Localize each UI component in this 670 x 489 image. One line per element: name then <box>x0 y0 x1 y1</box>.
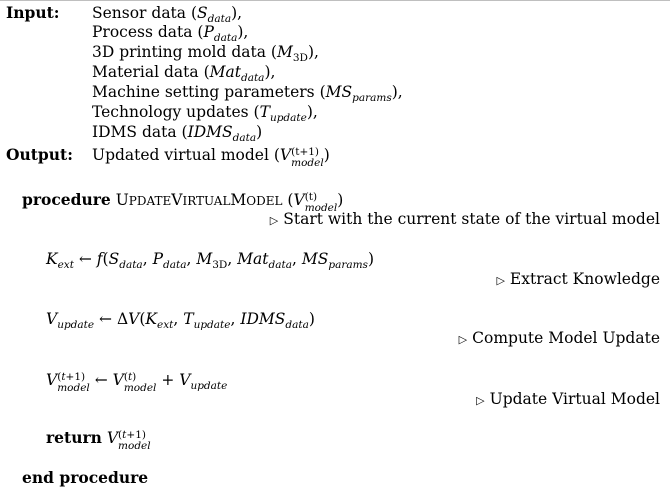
input-item: IDMS data (IDMSdata) <box>92 123 263 145</box>
step-extract-knowledge: Kext ← f(Sdata, Pdata, M3D, Matdata, MSp… <box>46 250 375 272</box>
output-item: Updated virtual model (V(t+1)model) <box>92 146 330 169</box>
step-comment: ▷Update Virtual Model <box>476 390 660 408</box>
input-item: Process data (Pdata), <box>92 23 249 45</box>
input-item: 3D printing mold data (M3D), <box>92 43 319 65</box>
return-statement: return V(t+1)model <box>46 428 151 452</box>
step-comment: ▷Compute Model Update <box>458 329 660 347</box>
step-update-model: V(t+1)model ← V(t)model + Vupdate <box>46 371 228 394</box>
step-comment: ▷Extract Knowledge <box>496 270 660 288</box>
output-label: Output: <box>6 145 73 164</box>
top-rule <box>0 0 670 1</box>
input-item: Material data (Matdata), <box>92 63 276 85</box>
step-compute-update: Vupdate ← ΔV(Kext, Tupdate, IDMSdata) <box>46 310 315 332</box>
procedure-comment: ▷Start with the current state of the vir… <box>269 210 660 228</box>
end-procedure: end procedure <box>22 468 149 487</box>
input-item: Machine setting parameters (MSparams), <box>92 83 403 105</box>
input-item: Sensor data (Sdata), <box>92 4 243 26</box>
procedure-header: procedure UPDATEVIRTUALMODEL (V(t)model) <box>22 190 344 214</box>
input-item: Technology updates (Tupdate), <box>92 103 318 125</box>
input-label: Input: <box>6 3 60 22</box>
